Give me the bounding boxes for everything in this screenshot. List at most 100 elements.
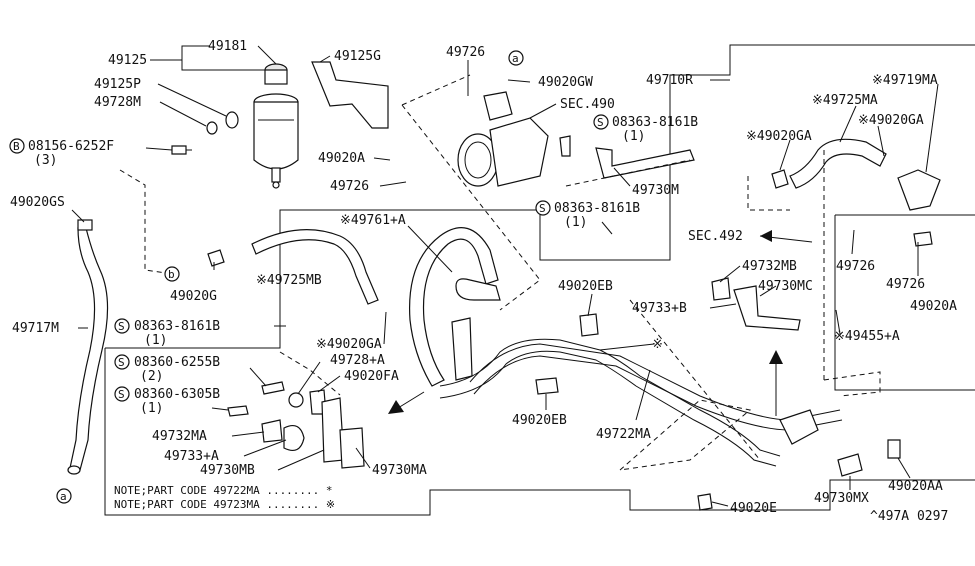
label-49710R: 49710R: [646, 73, 693, 88]
label-49717M: 49717M: [12, 321, 59, 336]
pressure-tube-b: [439, 350, 777, 467]
bolt-020a-r: [913, 231, 933, 247]
return-tube-a: [469, 343, 841, 421]
label-49020GS: 49020GS: [10, 195, 65, 210]
label-49726-r2: 49726: [886, 277, 925, 292]
hose-clamp: [77, 219, 93, 231]
leader-49020EB-top: [587, 293, 593, 317]
label-49725MB: ※49725MB: [256, 273, 322, 288]
leader-49732MA: [231, 431, 265, 437]
leader-49020GW: [507, 79, 531, 83]
label-49020GA-r2: ※49020GA: [746, 129, 812, 144]
bracket-mc: [733, 285, 801, 331]
label-49020E: 49020E: [730, 501, 777, 516]
bracket-730ma: [339, 427, 365, 469]
reservoir-tank: [253, 63, 299, 189]
note-line-1: NOTE;PART CODE 49722MA ........ *: [114, 484, 333, 497]
guide-lower-left: [279, 351, 341, 396]
label-08360-a-qty: (2): [140, 369, 163, 384]
marker-S-4: S: [118, 356, 125, 369]
clip-eb-top: [579, 313, 599, 337]
label-sec492: SEC.492: [688, 229, 743, 244]
bolt-6255b: [261, 381, 285, 395]
tube-fitting-r: [779, 409, 819, 445]
label-49125: 49125: [108, 53, 147, 68]
leader-49732MB: [719, 265, 741, 283]
leader-49725MA: [839, 105, 857, 143]
label-49020FA: 49020FA: [344, 369, 399, 384]
label-08363-c-qty: (1): [144, 333, 167, 348]
label-49125G: 49125G: [334, 49, 381, 64]
leader-49728A: [297, 361, 321, 395]
upper-right-hose: [789, 138, 887, 189]
label-star: ※: [652, 337, 663, 352]
label-49455A: ※49455+A: [834, 329, 900, 344]
marker-S-3: S: [118, 320, 125, 333]
leader-49730MC: [759, 285, 777, 297]
label-49020GW: 49020GW: [538, 75, 593, 90]
leader-49020A-mid: [373, 157, 391, 161]
label-49730MA: 49730MA: [372, 463, 427, 478]
guide-box: [619, 399, 752, 471]
leader-49181: [257, 45, 277, 65]
label-49020A-mid: 49020A: [318, 151, 365, 166]
bolt-020aa: [887, 439, 901, 459]
label-49733A: 49733+A: [164, 449, 219, 464]
label-49020EB-bot: 49020EB: [512, 413, 567, 428]
label-49730MX: 49730MX: [814, 491, 869, 506]
leader-49730M: [613, 167, 631, 187]
leader-49719MA: [925, 83, 939, 173]
leader-49733A: [243, 439, 287, 457]
label-08360-b: 08360-6305B: [134, 387, 220, 402]
grommet-728a: [288, 392, 304, 408]
label-49020EB-top: 49020EB: [558, 279, 613, 294]
lower-boundary: [104, 348, 975, 516]
marker-S-1: S: [597, 116, 604, 129]
arrow-down-left-head: [388, 400, 404, 414]
clamp-732ma: [261, 419, 283, 443]
label-08360-b-qty: (1): [140, 401, 163, 416]
label-49181: 49181: [208, 39, 247, 54]
right-boundary-mid: [834, 215, 975, 391]
marker-B: B: [13, 140, 20, 153]
label-49020G: 49020G: [170, 289, 217, 304]
reservoir-bolt: [171, 145, 187, 155]
label-49726-r: 49726: [836, 259, 875, 274]
label-08156-6252F: 08156-6252F: [28, 139, 114, 154]
guide-bracket: [565, 159, 691, 187]
label-49020A-r: 49020A: [910, 299, 957, 314]
label-49730MC: 49730MC: [758, 279, 813, 294]
reservoir-grommet: [225, 111, 239, 129]
leader-49125G: [319, 55, 331, 63]
label-49726-top: 49726: [446, 45, 485, 60]
leader-49728M: [159, 101, 207, 127]
label-49730MB: 49730MB: [200, 463, 255, 478]
leader-08360-b: [211, 407, 229, 411]
label-49125P: 49125P: [94, 77, 141, 92]
marker-b-circle: [164, 266, 180, 282]
marker-a-top-circle: [508, 50, 524, 66]
return-tube-b: [473, 355, 843, 431]
label-49020GA-l: ※49020GA: [316, 337, 382, 352]
hose-clip: [207, 249, 225, 267]
diagram-code: ^497A 0297: [870, 509, 948, 524]
label-08360-a: 08360-6255B: [134, 355, 220, 370]
leader-49726-r: [851, 229, 855, 255]
leader-49730MB: [277, 449, 325, 471]
label-49719MA: ※49719MA: [872, 73, 938, 88]
label-49728M: 49728M: [94, 95, 141, 110]
label-49020GA-r: ※49020GA: [858, 113, 924, 128]
pressure-hose: [408, 227, 499, 387]
reservoir-seal: [206, 121, 218, 135]
leader-49125: [150, 45, 210, 61]
leader-sec490: [529, 103, 557, 119]
marker-a-bot: a: [60, 490, 67, 503]
marker-S-3-circle: [114, 318, 130, 334]
guide-455a: [823, 371, 881, 397]
guide-mc: [629, 299, 761, 461]
pressure-hose-fitting: [455, 278, 501, 301]
leader-49020AA: [897, 457, 911, 479]
bracket-730mx: [837, 453, 863, 477]
